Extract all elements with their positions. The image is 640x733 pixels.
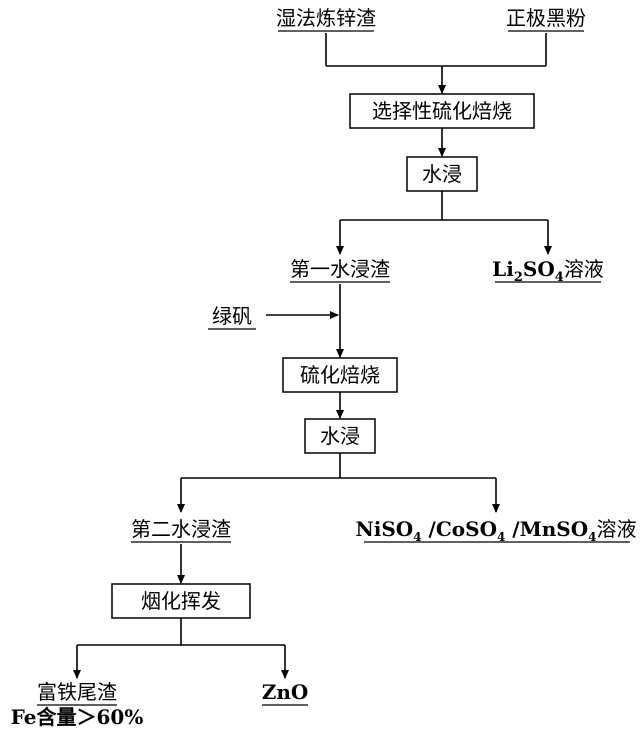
material-zno: ZnO: [262, 680, 309, 704]
li2so4-part-2: SO: [523, 257, 555, 281]
input-zinc-residue: 湿法炼锌渣: [276, 6, 376, 30]
material-fe-content: Fe含量＞60%: [11, 705, 144, 729]
li2so4-sub-2: 4: [555, 270, 564, 285]
material-li2so4-solution: Li2SO4溶液: [492, 257, 604, 285]
input-cathode-powder: 正极黑粉: [506, 6, 586, 30]
nicomn-sub-3: 4: [588, 530, 596, 544]
nicomn-part-2: /CoSO: [422, 517, 497, 541]
step-sulfation-roasting-label: 硫化焙烧: [300, 363, 380, 387]
nicomn-part-3: /MnSO: [505, 517, 588, 541]
material-ni-co-mn-solution: NiSO4 /CoSO4 /MnSO4溶液: [355, 517, 636, 544]
material-second-leach-residue: 第二水浸渣: [131, 517, 231, 541]
step-fuming-label: 烟化挥发: [141, 589, 221, 613]
material-iron-rich-tailings: 富铁尾渣: [37, 680, 117, 704]
li2so4-part-1: Li: [492, 257, 514, 281]
step-selective-sulfation-roasting-label: 选择性硫化焙烧: [372, 99, 512, 123]
step-water-leach-1-label: 水浸: [422, 162, 462, 186]
step-water-leach-1: [406, 156, 478, 192]
nicomn-sub-1: 4: [413, 530, 421, 544]
nicomn-part-1: NiSO: [355, 517, 413, 541]
li2so4-sub-1: 2: [514, 270, 523, 285]
input-green-vitriol: 绿矾: [212, 304, 252, 328]
li2so4-part-3: 溶液: [564, 257, 604, 281]
step-water-leach-2: [304, 418, 376, 454]
material-first-leach-residue: 第一水浸渣: [290, 257, 390, 281]
step-water-leach-2-label: 水浸: [320, 424, 360, 448]
nicomn-part-4: 溶液: [597, 517, 637, 541]
nicomn-sub-2: 4: [497, 530, 505, 544]
